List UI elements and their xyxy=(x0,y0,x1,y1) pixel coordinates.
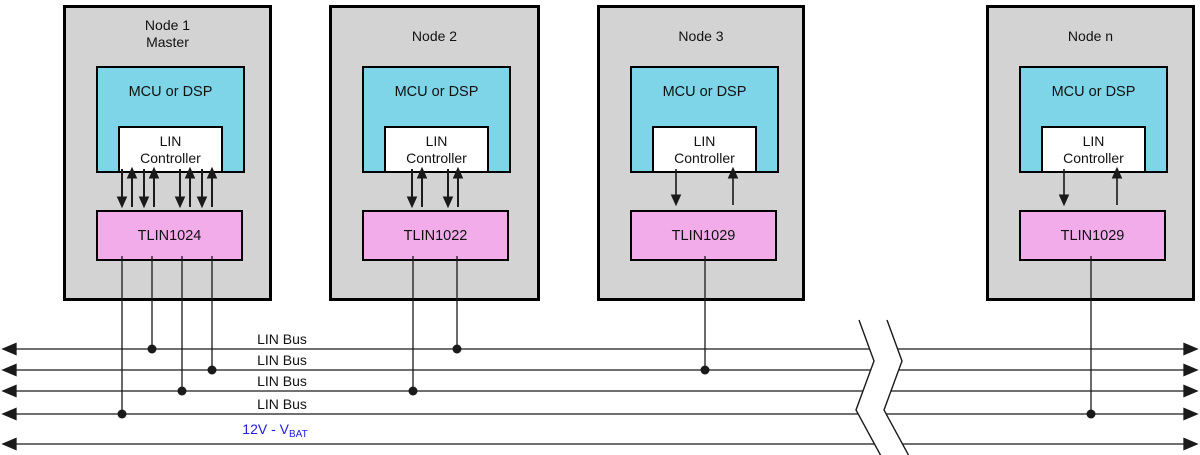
controller-label-line2: Controller xyxy=(140,149,201,166)
node-3: Node 3 MCU or DSP LIN Controller TLIN102… xyxy=(597,5,805,301)
node-2: Node 2 MCU or DSP LIN Controller TLIN102… xyxy=(329,5,540,301)
transceiver-label: TLIN1029 xyxy=(1060,227,1125,244)
controller-label-line1: LIN xyxy=(159,132,182,149)
node-title-line: Node 3 xyxy=(678,28,724,44)
transceiver-box-tlin1024: TLIN1024 xyxy=(96,210,243,261)
node-title-line: Node 1 xyxy=(144,17,191,33)
lin-bus-label-4: LIN Bus xyxy=(257,396,307,412)
transceiver-label: TLIN1024 xyxy=(137,227,202,244)
mcu-label: MCU or DSP xyxy=(662,84,747,100)
lin-controller-box: LIN Controller xyxy=(1041,126,1146,173)
lin-controller-box: LIN Controller xyxy=(118,126,223,173)
controller-label-line1: LIN xyxy=(425,132,448,149)
bus-lines xyxy=(1,342,1199,451)
transceiver-box-tlin1022: TLIN1022 xyxy=(362,210,509,261)
node-subtitle: Master xyxy=(146,34,189,50)
node-title-line: Node n xyxy=(1067,28,1114,44)
lin-controller-box: LIN Controller xyxy=(384,126,489,173)
node-1-master: Node 1 Master MCU or DSP LIN Controller … xyxy=(63,5,272,301)
bus-break-mark xyxy=(855,319,910,455)
controller-label-line2: Controller xyxy=(406,149,467,166)
transceiver-label: TLIN1022 xyxy=(403,227,468,244)
mcu-label: MCU or DSP xyxy=(1051,84,1136,100)
node-1-title: Node 1 Master xyxy=(66,17,269,51)
mcu-label: MCU or DSP xyxy=(128,84,213,100)
node-n-title: Node n xyxy=(989,28,1192,45)
controller-label-line1: LIN xyxy=(1082,132,1105,149)
lin-bus-label-2: LIN Bus xyxy=(257,352,307,368)
lin-controller-box: LIN Controller xyxy=(652,126,757,173)
controller-label-line2: Controller xyxy=(1063,149,1124,166)
node-n: Node n MCU or DSP LIN Controller TLIN102… xyxy=(986,5,1195,301)
transceiver-box-tlin1029: TLIN1029 xyxy=(630,210,777,261)
lin-bus-label-1: LIN Bus xyxy=(257,331,307,347)
mcu-label: MCU or DSP xyxy=(394,84,479,100)
controller-label-line2: Controller xyxy=(674,149,735,166)
transceiver-box-tlin1029-n: TLIN1029 xyxy=(1019,210,1166,261)
supply-label-main: 12V - V xyxy=(242,421,289,437)
node-title-line: Node 2 xyxy=(411,28,458,44)
supply-label-subscript: BAT xyxy=(288,429,308,440)
lin-bus-label-3: LIN Bus xyxy=(257,373,307,389)
supply-rail-label: 12V - VBAT xyxy=(230,421,320,440)
node-3-title: Node 3 xyxy=(600,28,802,45)
controller-label-line1: LIN xyxy=(693,132,716,149)
node-2-title: Node 2 xyxy=(332,28,537,45)
transceiver-label: TLIN1029 xyxy=(671,227,736,244)
